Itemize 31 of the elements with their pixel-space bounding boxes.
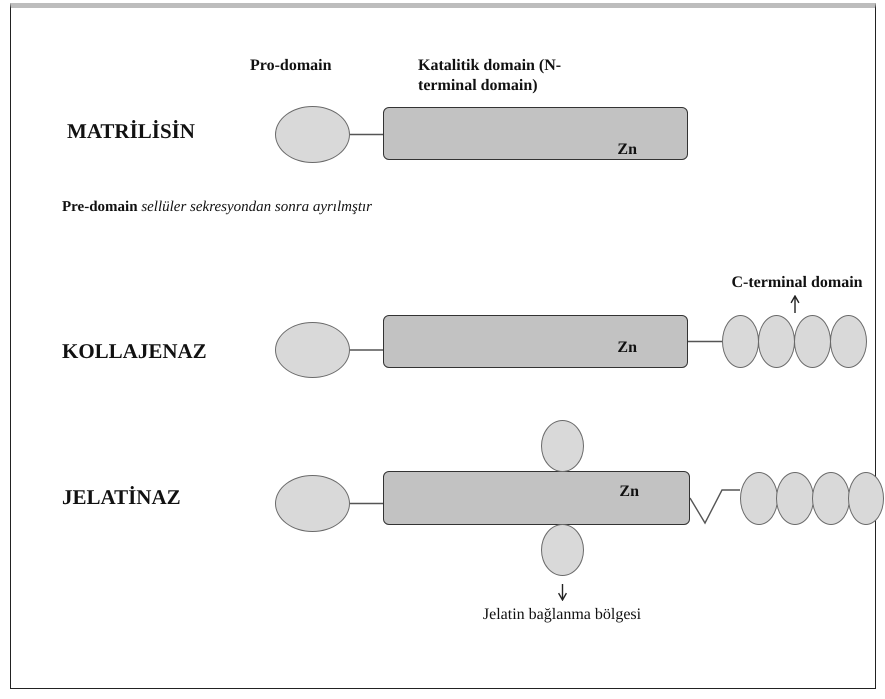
- connector-line: [350, 134, 383, 136]
- enzyme-name: MATRİLİSİN: [67, 118, 195, 144]
- domain-ellipse: [812, 472, 850, 525]
- domain-ellipse: [794, 315, 831, 368]
- element-label: Zn: [619, 483, 639, 501]
- domain-caption: Pro-domain: [250, 56, 332, 76]
- domain-ellipse: [541, 524, 584, 576]
- domain-caption: Katalitik domain (N-terminal domain): [418, 56, 562, 96]
- region-label: C-terminal domain: [722, 272, 872, 294]
- arrow: [558, 584, 568, 601]
- element-label: Zn: [617, 338, 637, 356]
- enzyme-name: JELATİNAZ: [62, 484, 181, 510]
- region-label: Jelatin bağlanma bölgesi: [462, 604, 662, 626]
- catalytic-domain-box: [383, 471, 690, 525]
- connector-line: [350, 349, 383, 351]
- domain-ellipse: [848, 472, 884, 525]
- arrow: [790, 295, 800, 313]
- domain-ellipse: [758, 315, 795, 368]
- catalytic-domain-box: [383, 315, 688, 368]
- connector-line: [688, 340, 722, 342]
- domain-ellipse: [830, 315, 867, 368]
- enzyme-name: KOLLAJENAZ: [62, 338, 207, 364]
- domain-ellipse: [541, 420, 584, 472]
- connector-line: [689, 489, 740, 524]
- domain-ellipse: [722, 315, 759, 368]
- domain-ellipse: [776, 472, 814, 525]
- domain-ellipse: [740, 472, 778, 525]
- catalytic-domain-box: [383, 107, 688, 160]
- domain-caption: Pre-domain sellüler sekresyondan sonra ayrılmştır: [62, 198, 372, 217]
- connector-line: [350, 502, 383, 504]
- element-label: Zn: [617, 140, 637, 158]
